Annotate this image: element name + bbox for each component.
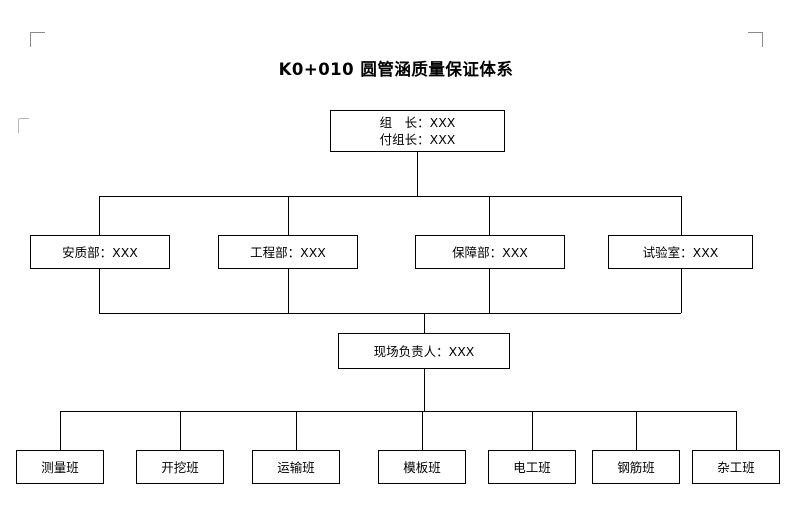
connector-dept2-down [288,196,289,235]
org-node-leadership: 组 长：XXX 付组长：XXX [330,110,505,152]
connector-team6-down [636,411,637,450]
team-1-label: 测量班 [41,459,79,475]
connector-dept4-down2 [681,269,682,313]
org-node-team-2: 开挖班 [136,450,224,484]
org-node-team-4: 模板班 [378,450,466,484]
team-4-label: 模板班 [403,459,441,475]
connector-dept1-down2 [99,269,100,313]
connector-leader-down [417,152,418,196]
team-3-label: 运输班 [277,459,315,475]
org-node-team-6: 钢筋班 [592,450,680,484]
org-node-team-3: 运输班 [252,450,340,484]
connector-site-down [424,313,425,333]
connector-dept2-down2 [288,269,289,313]
connector-team2-down [180,411,181,450]
connector-dept3-down2 [489,269,490,313]
connector-dept4-down [681,196,682,235]
dept-4-label: 试验室：XXX [642,244,719,260]
site-manager-label: 现场负责人：XXX [373,343,475,359]
team-5-label: 电工班 [513,459,551,475]
org-node-team-1: 测量班 [16,450,104,484]
margin-marker-left [18,118,29,133]
org-node-team-7: 杂工班 [692,450,780,484]
crop-mark-top-right [748,32,763,47]
connector-team4-down [422,411,423,450]
org-node-dept-4: 试验室：XXX [608,235,753,269]
org-node-team-5: 电工班 [488,450,576,484]
org-node-dept-3: 保障部：XXX [415,235,565,269]
org-node-dept-1: 安质部：XXX [30,235,170,269]
dept-1-label: 安质部：XXX [62,244,138,260]
page-title: K0+010 圆管涵质量保证体系 [278,60,514,79]
leader-line-2: 付组长：XXX [379,132,456,147]
connector-teams-down [424,369,425,411]
dept-3-label: 保障部：XXX [452,244,528,260]
team-6-label: 钢筋班 [617,459,655,475]
team-7-label: 杂工班 [717,459,755,475]
team-2-label: 开挖班 [161,459,199,475]
connector-dept1-down [99,196,100,235]
connector-team5-down [532,411,533,450]
dept-2-label: 工程部：XXX [250,244,326,260]
org-node-dept-2: 工程部：XXX [218,235,358,269]
connector-dept3-down [489,196,490,235]
org-node-site-manager: 现场负责人：XXX [338,333,510,369]
crop-mark-top-left [30,32,45,47]
connector-team7-down [736,411,737,450]
connector-team3-down [296,411,297,450]
leader-line-1: 组 长：XXX [379,115,456,130]
connector-dept-bus [99,196,681,197]
connector-site-bus [99,313,681,314]
connector-team1-down [60,411,61,450]
connector-team-bus [60,411,737,412]
